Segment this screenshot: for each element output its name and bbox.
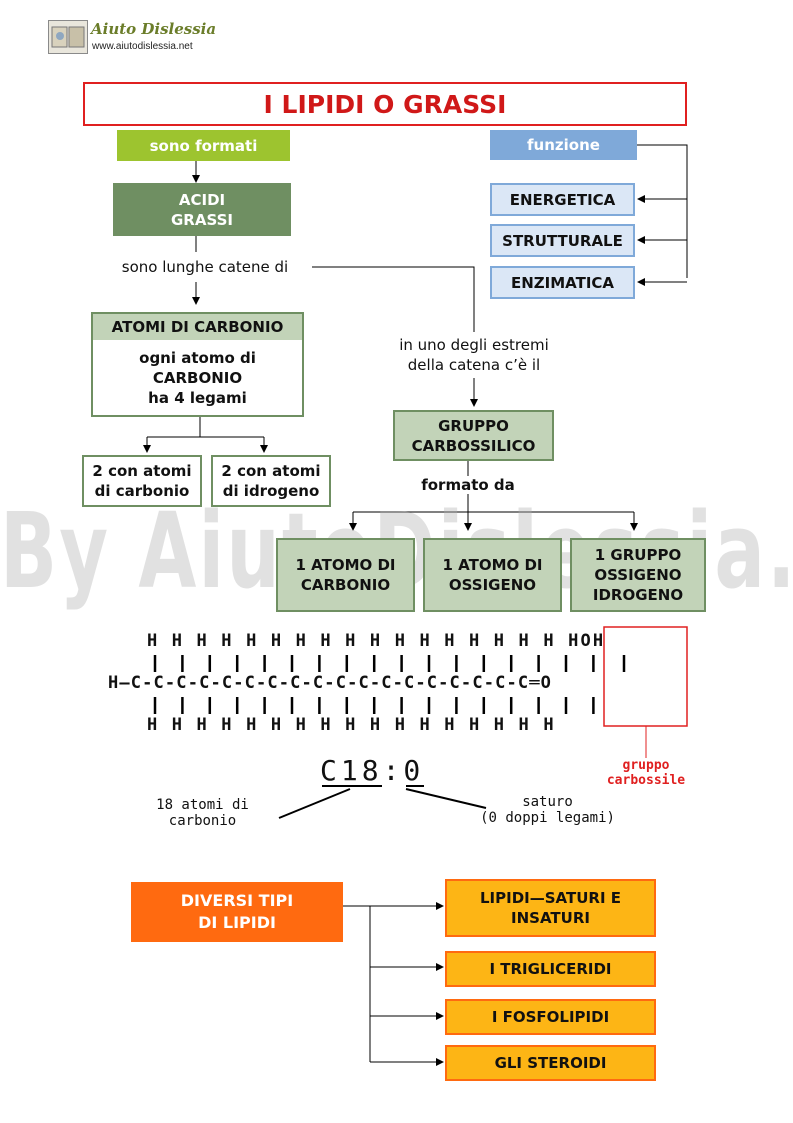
- group-caption-line2: carbossile: [606, 773, 686, 788]
- type-fosfolipidi-box: I FOSFOLIPIDI: [445, 999, 656, 1035]
- component-ossigeno-line2: OSSIGENO: [448, 576, 537, 594]
- acidi-grassi-box: ACIDI GRASSI: [113, 183, 291, 236]
- funzione-label: funzione: [490, 130, 637, 160]
- page-title: I LIPIDI O GRASSI: [83, 82, 687, 126]
- formula-bottom-row: H H H H H H H H H H H H H H H H H: [147, 715, 556, 735]
- component-ossigeno-box: 1 ATOMO DI OSSIGENO: [423, 538, 562, 612]
- right-caption: saturo (0 doppi legami): [450, 793, 645, 827]
- component-gruppo-line3: IDROGENO: [592, 586, 684, 604]
- estremi-line2: della catena c’è il: [407, 356, 541, 374]
- gruppo-carbossilico-box: GRUPPO CARBOSSILICO: [393, 410, 554, 461]
- ogni-atomo-line1: ogni atomo di: [139, 348, 256, 367]
- acidi-grassi-line2: GRASSI: [171, 210, 233, 229]
- type-trigliceridi-box: I TRIGLICERIDI: [445, 951, 656, 987]
- component-ossigeno-line1: 1 ATOMO DI: [442, 556, 543, 574]
- type-steroidi-box: GLI STEROIDI: [445, 1045, 656, 1081]
- formula-notation: C18:0: [320, 754, 425, 787]
- group-caption-line1: gruppo: [622, 758, 670, 773]
- gruppo-line2: CARBOSSILICO: [411, 436, 536, 455]
- bond-carbon-line2: di carbonio: [94, 482, 190, 500]
- diversi-tipi-box: DIVERSI TIPI DI LIPIDI: [131, 882, 343, 942]
- type-saturi-box: LIPIDI—SATURI E INSATURI: [445, 879, 656, 937]
- bond-hydrogen-line1: 2 con atomi: [221, 462, 321, 480]
- component-gruppo-line2: OSSIGENO: [594, 566, 682, 584]
- component-gruppo-line1: 1 GRUPPO: [594, 546, 682, 564]
- component-carbonio-line2: CARBONIO: [300, 576, 391, 594]
- formula-top-row: H H H H H H H H H H H H H H H H H HOH: [147, 631, 606, 651]
- type-saturi-line2: INSATURI: [511, 909, 590, 927]
- left-caption-line1: 18 atomi di: [156, 797, 249, 813]
- diversi-tipi-line1: DIVERSI TIPI: [180, 891, 294, 910]
- gruppo-line1: GRUPPO: [438, 416, 509, 435]
- component-carbonio-box: 1 ATOMO DI CARBONIO: [276, 538, 415, 612]
- type-saturi-line1: LIPIDI—SATURI E: [479, 889, 621, 907]
- book-icon: [51, 26, 85, 48]
- function-energetica: ENERGETICA: [490, 183, 635, 216]
- left-caption: 18 atomi di carbonio: [140, 796, 265, 830]
- logo-title: Aiuto Dislessia: [91, 20, 217, 38]
- sono-formati-label: sono formati: [117, 130, 290, 161]
- group-caption: gruppo carbossile: [596, 756, 696, 790]
- ogni-atomo-box: ogni atomo di CARBONIO ha 4 legami: [91, 340, 304, 417]
- right-caption-line1: saturo: [522, 794, 573, 810]
- left-caption-line2: carbonio: [168, 813, 237, 829]
- sono-lunghe-text: sono lunghe catene di: [121, 258, 289, 276]
- ogni-atomo-line3: ha 4 legami: [148, 388, 247, 407]
- bond-hydrogen-box: 2 con atomi di idrogeno: [211, 455, 331, 507]
- right-caption-line2: (0 doppi legami): [480, 810, 615, 826]
- function-strutturale: STRUTTURALE: [490, 224, 635, 257]
- bond-carbon-line1: 2 con atomi: [92, 462, 192, 480]
- bond-carbon-box: 2 con atomi di carbonio: [82, 455, 202, 507]
- bond-hydrogen-line2: di idrogeno: [222, 482, 320, 500]
- formato-da-text: formato da: [421, 476, 515, 494]
- diversi-tipi-line2: DI LIPIDI: [198, 913, 276, 932]
- atomi-carbonio-header: ATOMI DI CARBONIO: [91, 312, 304, 342]
- acidi-grassi-line1: ACIDI: [178, 190, 226, 209]
- estremi-line1: in uno degli estremi: [399, 336, 549, 354]
- ogni-atomo-line2: CARBONIO: [152, 368, 243, 387]
- logo-book-icon: [48, 20, 88, 54]
- estremi-text: in uno degli estremi della catena c’è il: [386, 334, 562, 376]
- logo-url: www.aiutodislessia.net: [92, 41, 193, 52]
- formula-main-row: H—C-C-C-C-C-C-C-C-C-C-C-C-C-C-C-C-C-C═O: [108, 673, 553, 693]
- function-enzimatica: ENZIMATICA: [490, 266, 635, 299]
- component-gruppo-box: 1 GRUPPO OSSIGENO IDROGENO: [570, 538, 706, 612]
- component-carbonio-line1: 1 ATOMO DI: [295, 556, 396, 574]
